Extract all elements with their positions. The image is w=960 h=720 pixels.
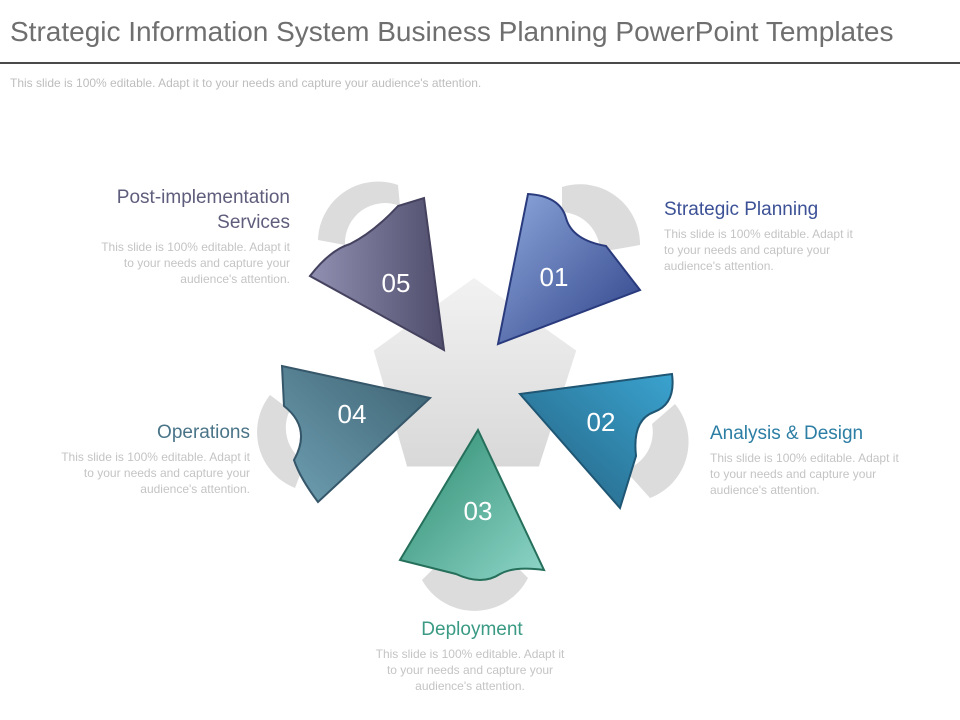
- step-05-desc: This slide is 100% editable. Adapt it to…: [101, 240, 290, 286]
- tab-05: [318, 181, 400, 245]
- step-05-label: Post-implementation Services This slide …: [90, 185, 290, 287]
- slide-title: Strategic Information System Business Pl…: [10, 16, 894, 47]
- step-03-number: 03: [464, 496, 493, 526]
- step-04-number: 04: [338, 399, 367, 429]
- step-05-title: Post-implementation Services: [116, 187, 290, 233]
- step-03-desc: This slide is 100% editable. Adapt it to…: [375, 647, 565, 693]
- slide-subtitle: This slide is 100% editable. Adapt it to…: [10, 76, 482, 90]
- step-05-petal: [308, 196, 446, 352]
- step-02-desc: This slide is 100% editable. Adapt it to…: [710, 451, 899, 497]
- step-05-number: 05: [382, 268, 411, 298]
- step-01-petal: [496, 192, 642, 346]
- tab-04: [257, 395, 305, 488]
- tab-01: [562, 184, 641, 252]
- step-01-number: 01: [540, 262, 569, 292]
- step-04-desc: This slide is 100% editable. Adapt it to…: [61, 450, 250, 496]
- title-divider: [0, 62, 960, 64]
- step-02-label: Analysis & Design This slide is 100% edi…: [710, 421, 915, 498]
- tab-02: [625, 404, 689, 498]
- step-03-title: Deployment: [421, 619, 523, 640]
- step-03-petal: [398, 427, 546, 581]
- step-01-desc: This slide is 100% editable. Adapt it to…: [664, 227, 853, 273]
- step-04-label: Operations This slide is 100% editable. …: [50, 420, 250, 497]
- step-02-petal: [518, 372, 674, 511]
- step-02-number: 02: [587, 407, 616, 437]
- step-02-title: Analysis & Design: [710, 423, 864, 444]
- step-01-label: Strategic Planning This slide is 100% ed…: [664, 197, 874, 274]
- step-01-title: Strategic Planning: [664, 199, 819, 220]
- step-04-title: Operations: [157, 422, 250, 443]
- step-03-label: Deployment This slide is 100% editable. …: [370, 617, 574, 694]
- step-04-petal: [280, 364, 433, 504]
